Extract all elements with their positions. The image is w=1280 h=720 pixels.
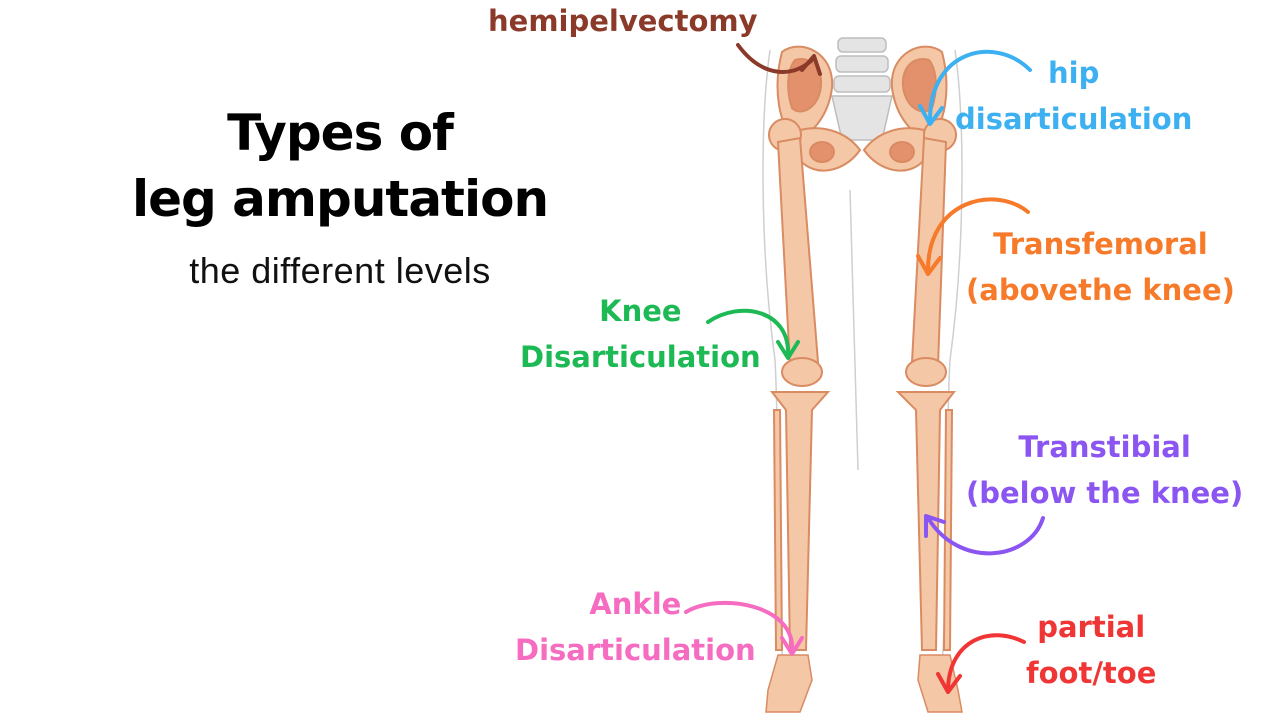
label-transfemoral-line-1: Transfemoral bbox=[993, 227, 1208, 261]
label-transtibial: Transtibial (below the knee) bbox=[966, 424, 1243, 516]
arrow-icon bbox=[926, 516, 1045, 556]
label-partial-line-1: partial bbox=[1037, 610, 1146, 644]
arrow-icon bbox=[800, 54, 822, 76]
label-hip-line-2: disarticulation bbox=[955, 102, 1193, 136]
page-title: Types of leg amputation bbox=[110, 100, 570, 232]
label-transtibial-line-1: Transtibial bbox=[1018, 430, 1191, 464]
label-ankle-line-1: Ankle bbox=[589, 587, 682, 621]
arrow-icon bbox=[928, 49, 1032, 122]
title-line-2: leg amputation bbox=[131, 170, 549, 228]
label-partial-line-2: foot/toe bbox=[1026, 656, 1157, 690]
arrow-icon bbox=[918, 104, 944, 126]
label-transfemoral: Transfemoral (abovethe knee) bbox=[966, 221, 1235, 313]
spine bbox=[831, 37, 893, 141]
title-line-1: Types of bbox=[227, 104, 454, 162]
label-partial-foot-toe: partial foot/toe bbox=[1026, 604, 1156, 696]
label-transtibial-line-2: (below the knee) bbox=[966, 476, 1244, 510]
label-knee-line-2: Disarticulation bbox=[520, 340, 761, 374]
label-hip-line-1: hip bbox=[1048, 56, 1100, 90]
arrow-icon bbox=[706, 308, 791, 357]
feet bbox=[765, 654, 963, 713]
label-knee-line-1: Knee bbox=[599, 294, 682, 328]
arrow-icon bbox=[926, 197, 1030, 272]
label-hip-disarticulation: hip disarticulation bbox=[955, 50, 1192, 142]
arrow-icon bbox=[780, 636, 804, 656]
arrow-icon bbox=[924, 514, 946, 538]
label-knee-disarticulation: Knee Disarticulation bbox=[520, 288, 761, 380]
label-ankle-disarticulation: Ankle Disarticulation bbox=[515, 581, 756, 673]
page-subtitle: the different levels bbox=[189, 250, 491, 291]
arrow-icon bbox=[946, 633, 1026, 690]
label-ankle-line-2: Disarticulation bbox=[515, 633, 756, 667]
arrow-icon bbox=[684, 600, 795, 652]
arrow-icon bbox=[916, 254, 942, 276]
label-hemipelvectomy-line-1: hemipelvectomy bbox=[488, 4, 758, 38]
label-transfemoral-line-2: (abovethe knee) bbox=[966, 273, 1235, 307]
arrow-icon bbox=[776, 340, 800, 360]
label-hemipelvectomy: hemipelvectomy bbox=[488, 0, 758, 44]
arrow-icon bbox=[936, 672, 962, 694]
